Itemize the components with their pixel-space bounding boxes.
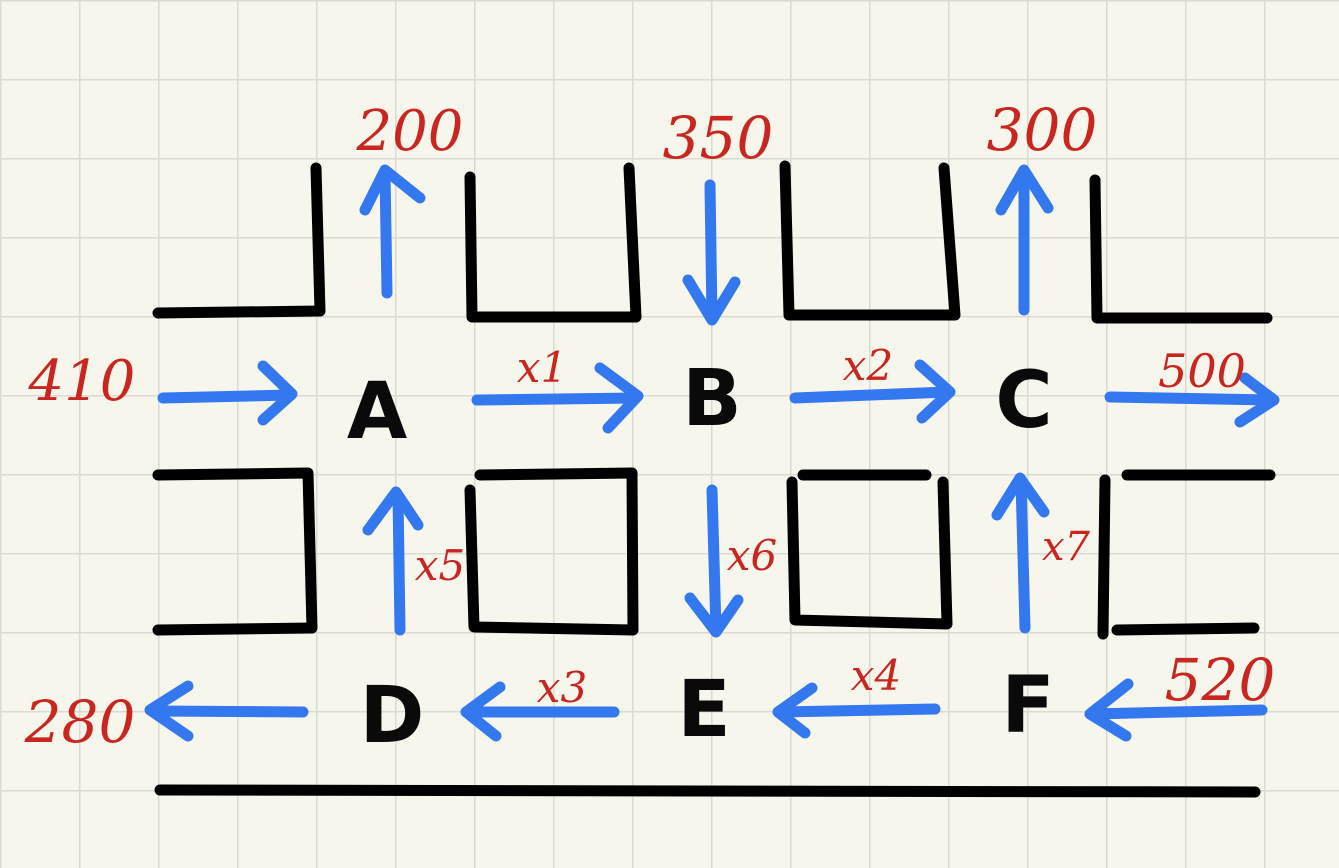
flow-out-d-left: 280 <box>24 688 136 756</box>
flow-in-f-right: 520 <box>1165 646 1276 714</box>
arrow-x1 <box>471 392 642 406</box>
arrow-x5 <box>392 490 406 636</box>
arrow-x2 <box>789 386 954 404</box>
flow-out-a-top: 200 <box>356 99 464 164</box>
var-x6: x6 <box>727 531 777 580</box>
wall-mid-right <box>1097 469 1276 640</box>
var-x5: x5 <box>415 541 465 590</box>
wall-top-right <box>1089 174 1273 324</box>
arrow-head <box>359 164 426 216</box>
arrow-head <box>684 592 744 638</box>
flow-in-a: 410 <box>28 349 136 414</box>
var-x4: x4 <box>851 651 901 700</box>
arrow-head <box>144 680 194 742</box>
var-x7: x7 <box>1042 524 1091 570</box>
node-a-label: A <box>347 367 407 457</box>
unknown-labels: x1 x2 x3 x4 x5 x6 x7 <box>415 341 1091 712</box>
wall-bottom <box>154 784 1261 798</box>
arrow-head <box>914 359 956 424</box>
arrow-head <box>257 360 298 426</box>
wall-block-bc-top <box>779 160 961 321</box>
arrow-head <box>991 472 1050 521</box>
arrow-in-a <box>157 389 296 404</box>
arrow-out-c-right <box>1104 391 1278 406</box>
arrow-out-a-top <box>379 166 393 299</box>
arrow-in-f-right <box>1086 704 1268 720</box>
flow-arrows <box>144 164 1280 742</box>
arrow-x7 <box>1015 476 1031 634</box>
node-e-label: E <box>677 665 730 755</box>
wall-mid-left <box>152 467 318 636</box>
flow-values: 410 200 350 300 500 520 280 <box>24 96 1276 756</box>
walls <box>152 160 1276 798</box>
flow-out-c-top: 300 <box>987 96 1098 164</box>
arrow-head <box>772 682 818 739</box>
arrow-out-d-left <box>146 705 309 718</box>
node-b-label: B <box>682 354 741 444</box>
arrow-head <box>460 681 506 742</box>
var-x1: x1 <box>517 343 567 392</box>
wall-block-ab-top <box>464 162 642 323</box>
arrow-x6 <box>706 484 722 636</box>
arrow-head <box>995 164 1054 216</box>
node-labels: A B C D E F <box>347 354 1055 761</box>
var-x2: x2 <box>843 341 893 390</box>
arrow-head <box>594 362 644 434</box>
var-x3: x3 <box>537 663 587 712</box>
arrow-x4 <box>774 703 941 718</box>
flow-in-b-top: 350 <box>663 104 774 172</box>
flow-out-c-right: 500 <box>1158 344 1246 398</box>
wall-top-left <box>152 162 326 319</box>
node-d-label: D <box>360 671 425 761</box>
arrow-in-b-top <box>704 179 718 324</box>
wall-block-bc-bottom <box>786 469 953 630</box>
arrow-head <box>362 486 424 536</box>
node-f-label: F <box>1001 661 1054 751</box>
wall-block-ab-bottom <box>464 467 639 636</box>
arrow-head <box>1234 372 1280 428</box>
node-c-label: C <box>995 356 1052 446</box>
arrow-head <box>1084 678 1134 742</box>
arrow-head <box>682 274 741 326</box>
